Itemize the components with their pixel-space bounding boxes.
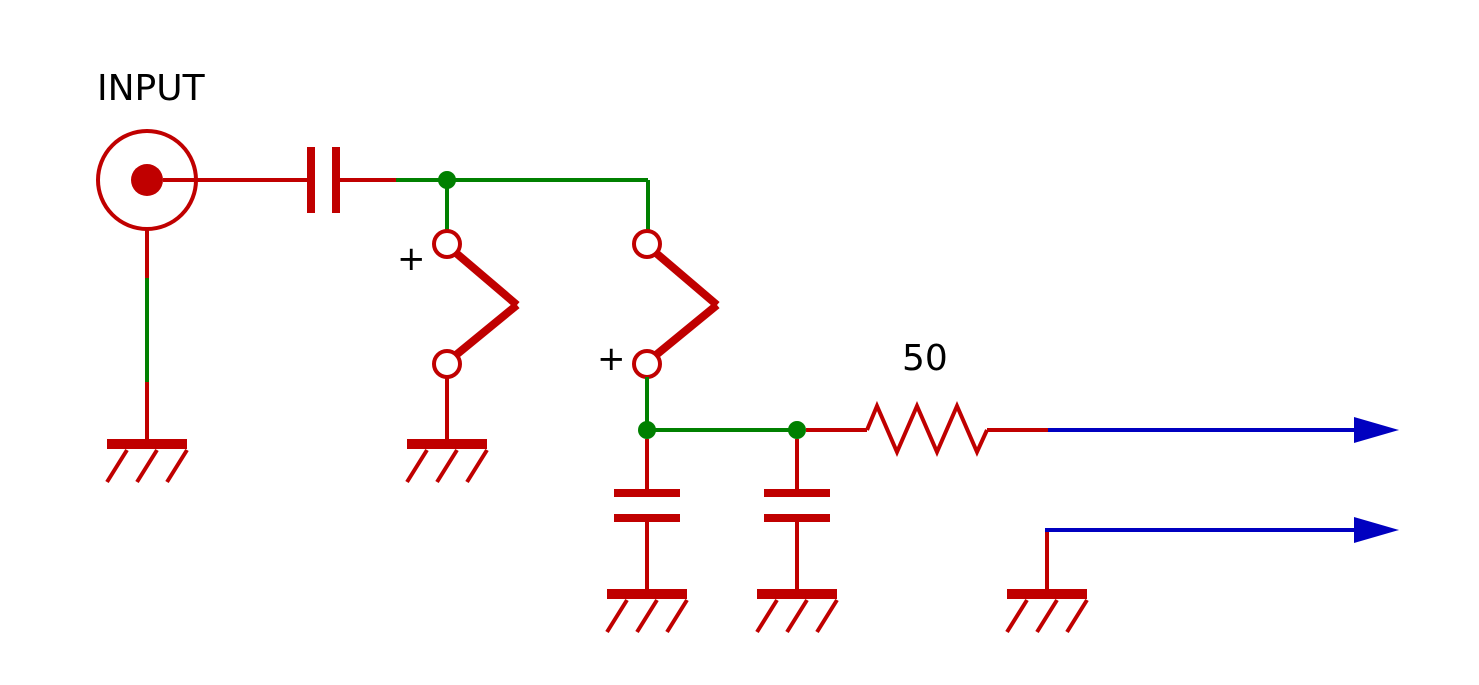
output-ground-arrow-icon: [1354, 517, 1399, 543]
junction-dot-2: [638, 421, 656, 439]
lower-bus-wire: [645, 377, 797, 432]
ground-symbol-2: [405, 439, 489, 484]
ground-symbol-3: [605, 589, 689, 634]
input-label: INPUT: [97, 68, 206, 109]
ground-symbol-4: [755, 589, 839, 634]
top-bus-wire: [396, 178, 650, 232]
coupling-capacitor: [307, 147, 340, 213]
junction-dot-1: [438, 171, 456, 189]
junction-dot-3: [788, 421, 806, 439]
shunt-capacitor-1: [614, 489, 680, 522]
resistor-value-label: 50: [902, 338, 948, 379]
polarity-mark-switch-1: +: [397, 239, 426, 279]
polarity-mark-switch-2: +: [597, 339, 626, 379]
switch-1: [432, 229, 520, 379]
shunt-capacitor-2: [764, 489, 830, 522]
ground-symbol-1: [105, 439, 189, 484]
series-resistor: [865, 400, 989, 458]
output-signal-arrow-icon: [1354, 417, 1399, 443]
switch-2: [632, 229, 720, 379]
ground-symbol-5: [1005, 589, 1089, 634]
